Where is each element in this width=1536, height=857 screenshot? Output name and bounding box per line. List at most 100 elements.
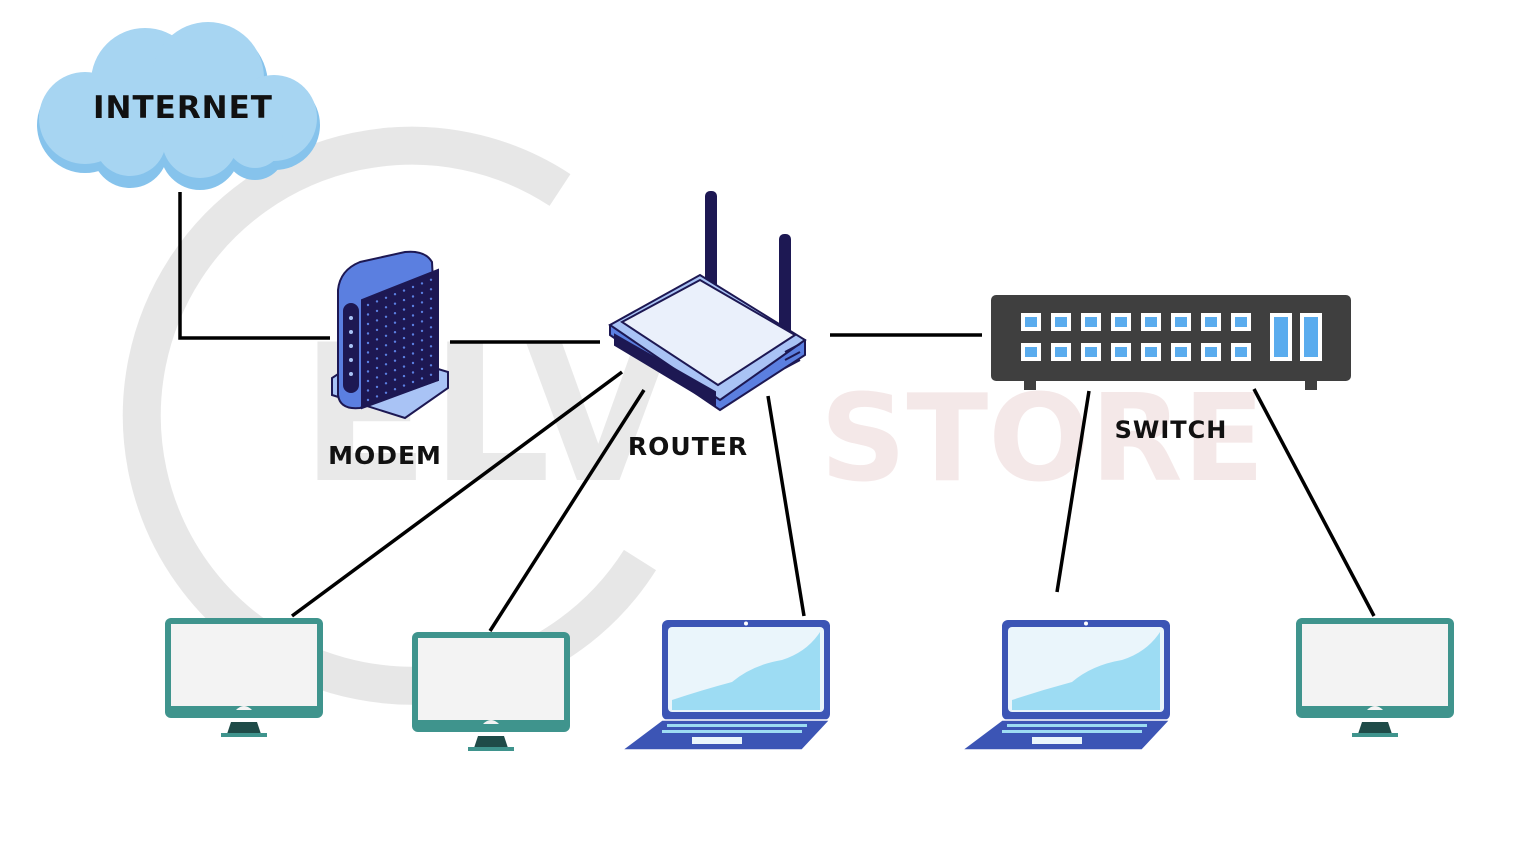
switch-ports <box>1021 313 1322 361</box>
modem-vent-dot <box>375 385 379 389</box>
modem-vent-dot <box>402 317 406 321</box>
modem-vent-dot <box>420 377 424 380</box>
modem-vent-dot <box>411 352 415 355</box>
switch-port-jack <box>1235 317 1247 327</box>
modem-vent-dot <box>411 323 415 327</box>
switch-port-jack <box>1025 347 1037 357</box>
modem-vent-dot <box>411 295 415 298</box>
modem-vent-dot <box>384 363 388 366</box>
switch-uplink-jack <box>1274 317 1288 357</box>
switch-port-jack <box>1145 347 1157 357</box>
modem-vent-dot <box>375 395 379 398</box>
switch-port-jack <box>1115 317 1127 327</box>
connections <box>178 192 1376 632</box>
modem-vent-dot <box>366 322 370 326</box>
modem-vent-dot <box>366 351 370 354</box>
modem-vent-dot <box>429 307 433 310</box>
modem-vent-dot <box>375 357 379 360</box>
router-antenna-right <box>779 234 791 336</box>
modem-vent-dot <box>393 359 397 362</box>
modem-vent-dot <box>411 371 415 374</box>
switch-port-jack <box>1085 347 1097 357</box>
modem-vent-dot <box>402 365 406 368</box>
modem-vent-dot <box>384 315 388 318</box>
switch-port-jack <box>1115 347 1127 357</box>
modem-vent-dot <box>366 389 370 392</box>
modem-vent-dot <box>420 291 424 295</box>
link-internet-modem <box>178 192 330 340</box>
modem-vent-dot <box>402 308 406 311</box>
modem-vent-dot <box>366 341 370 345</box>
link-switch-desktop-3 <box>1252 388 1376 617</box>
router-vents <box>784 343 801 369</box>
modem-vent-dot <box>429 316 433 319</box>
desktop-computer-1 <box>165 618 323 737</box>
modem-vent-dot <box>384 372 388 375</box>
modem-vent-dot <box>366 303 370 307</box>
modem-vent-dot <box>393 321 397 324</box>
router-device: ROUTER <box>608 191 807 461</box>
modem-vent-dot <box>429 297 433 300</box>
modem-vent-dot <box>411 304 415 308</box>
modem-vent-dot <box>411 285 415 289</box>
modem-vent-dot <box>429 345 433 348</box>
modem-vent-dot <box>375 376 379 379</box>
modem-vent-dot <box>366 370 370 373</box>
router-lid <box>620 278 797 387</box>
modem-vent-dot <box>393 312 397 315</box>
modem-vent-dot <box>420 329 424 333</box>
modem-vent-dot <box>429 354 433 357</box>
modem-vent-dot <box>393 369 397 372</box>
cloud-body <box>39 22 317 178</box>
modem-vent-dot <box>393 388 397 391</box>
modem-vent-dot <box>393 340 397 343</box>
modem-leds <box>349 316 353 376</box>
link-router-desktop-2 <box>488 389 646 632</box>
modem-vent-dot <box>420 339 424 342</box>
modem-vent-dot <box>429 288 433 291</box>
modem-vent-dot <box>375 338 379 341</box>
laptop-1 <box>621 619 831 751</box>
link-router-desktop-1 <box>290 370 624 618</box>
link-router-laptop-1 <box>766 395 806 617</box>
router-antenna-left <box>705 191 717 293</box>
modem-vent-dot <box>384 306 388 309</box>
modem-vent-dot <box>420 367 424 371</box>
modem-vent-dot <box>402 374 406 378</box>
desktop-computer-3 <box>1296 618 1454 737</box>
modem-vent-dot <box>366 313 370 316</box>
modem-vent-dot <box>429 373 433 376</box>
switch-port-jack <box>1055 347 1067 357</box>
internet-label: INTERNET <box>93 90 273 126</box>
modem-vent-dot <box>393 302 397 305</box>
modem-vent-dot <box>402 346 406 349</box>
desktop-computer-2 <box>412 632 570 751</box>
modem-vent-dot <box>402 355 406 359</box>
modem-vent-dot <box>393 293 397 296</box>
modem-vent-dot <box>375 309 379 313</box>
switch-port-jack <box>1205 317 1217 327</box>
switch-body <box>991 295 1351 381</box>
internet-cloud: INTERNET <box>37 22 320 190</box>
modem-grille <box>361 268 439 410</box>
modem-vent-dot <box>429 335 433 338</box>
modem-vent-dot <box>384 353 388 356</box>
modem-device: MODEM <box>328 250 449 470</box>
modem-vent-dot <box>420 358 424 361</box>
modem-vent-dot <box>411 380 415 384</box>
modem-vent-dot <box>420 282 424 285</box>
modem-vent-dot <box>402 298 406 302</box>
watermark-brand-right: STORE <box>820 370 1265 509</box>
modem-vent-dot <box>393 350 397 353</box>
modem-vent-dot <box>384 382 388 385</box>
laptop-2 <box>961 619 1171 751</box>
modem-vent-dots <box>366 278 433 402</box>
switch-port-jack <box>1025 317 1037 327</box>
modem-vent-dot <box>402 327 406 330</box>
modem-vent-dot <box>384 391 388 394</box>
modem-vent-dot <box>375 319 379 322</box>
modem-vent-dot <box>375 347 379 351</box>
modem-vent-dot <box>384 325 388 328</box>
switch-port-jack <box>1175 347 1187 357</box>
modem-vent-dot <box>402 336 406 340</box>
